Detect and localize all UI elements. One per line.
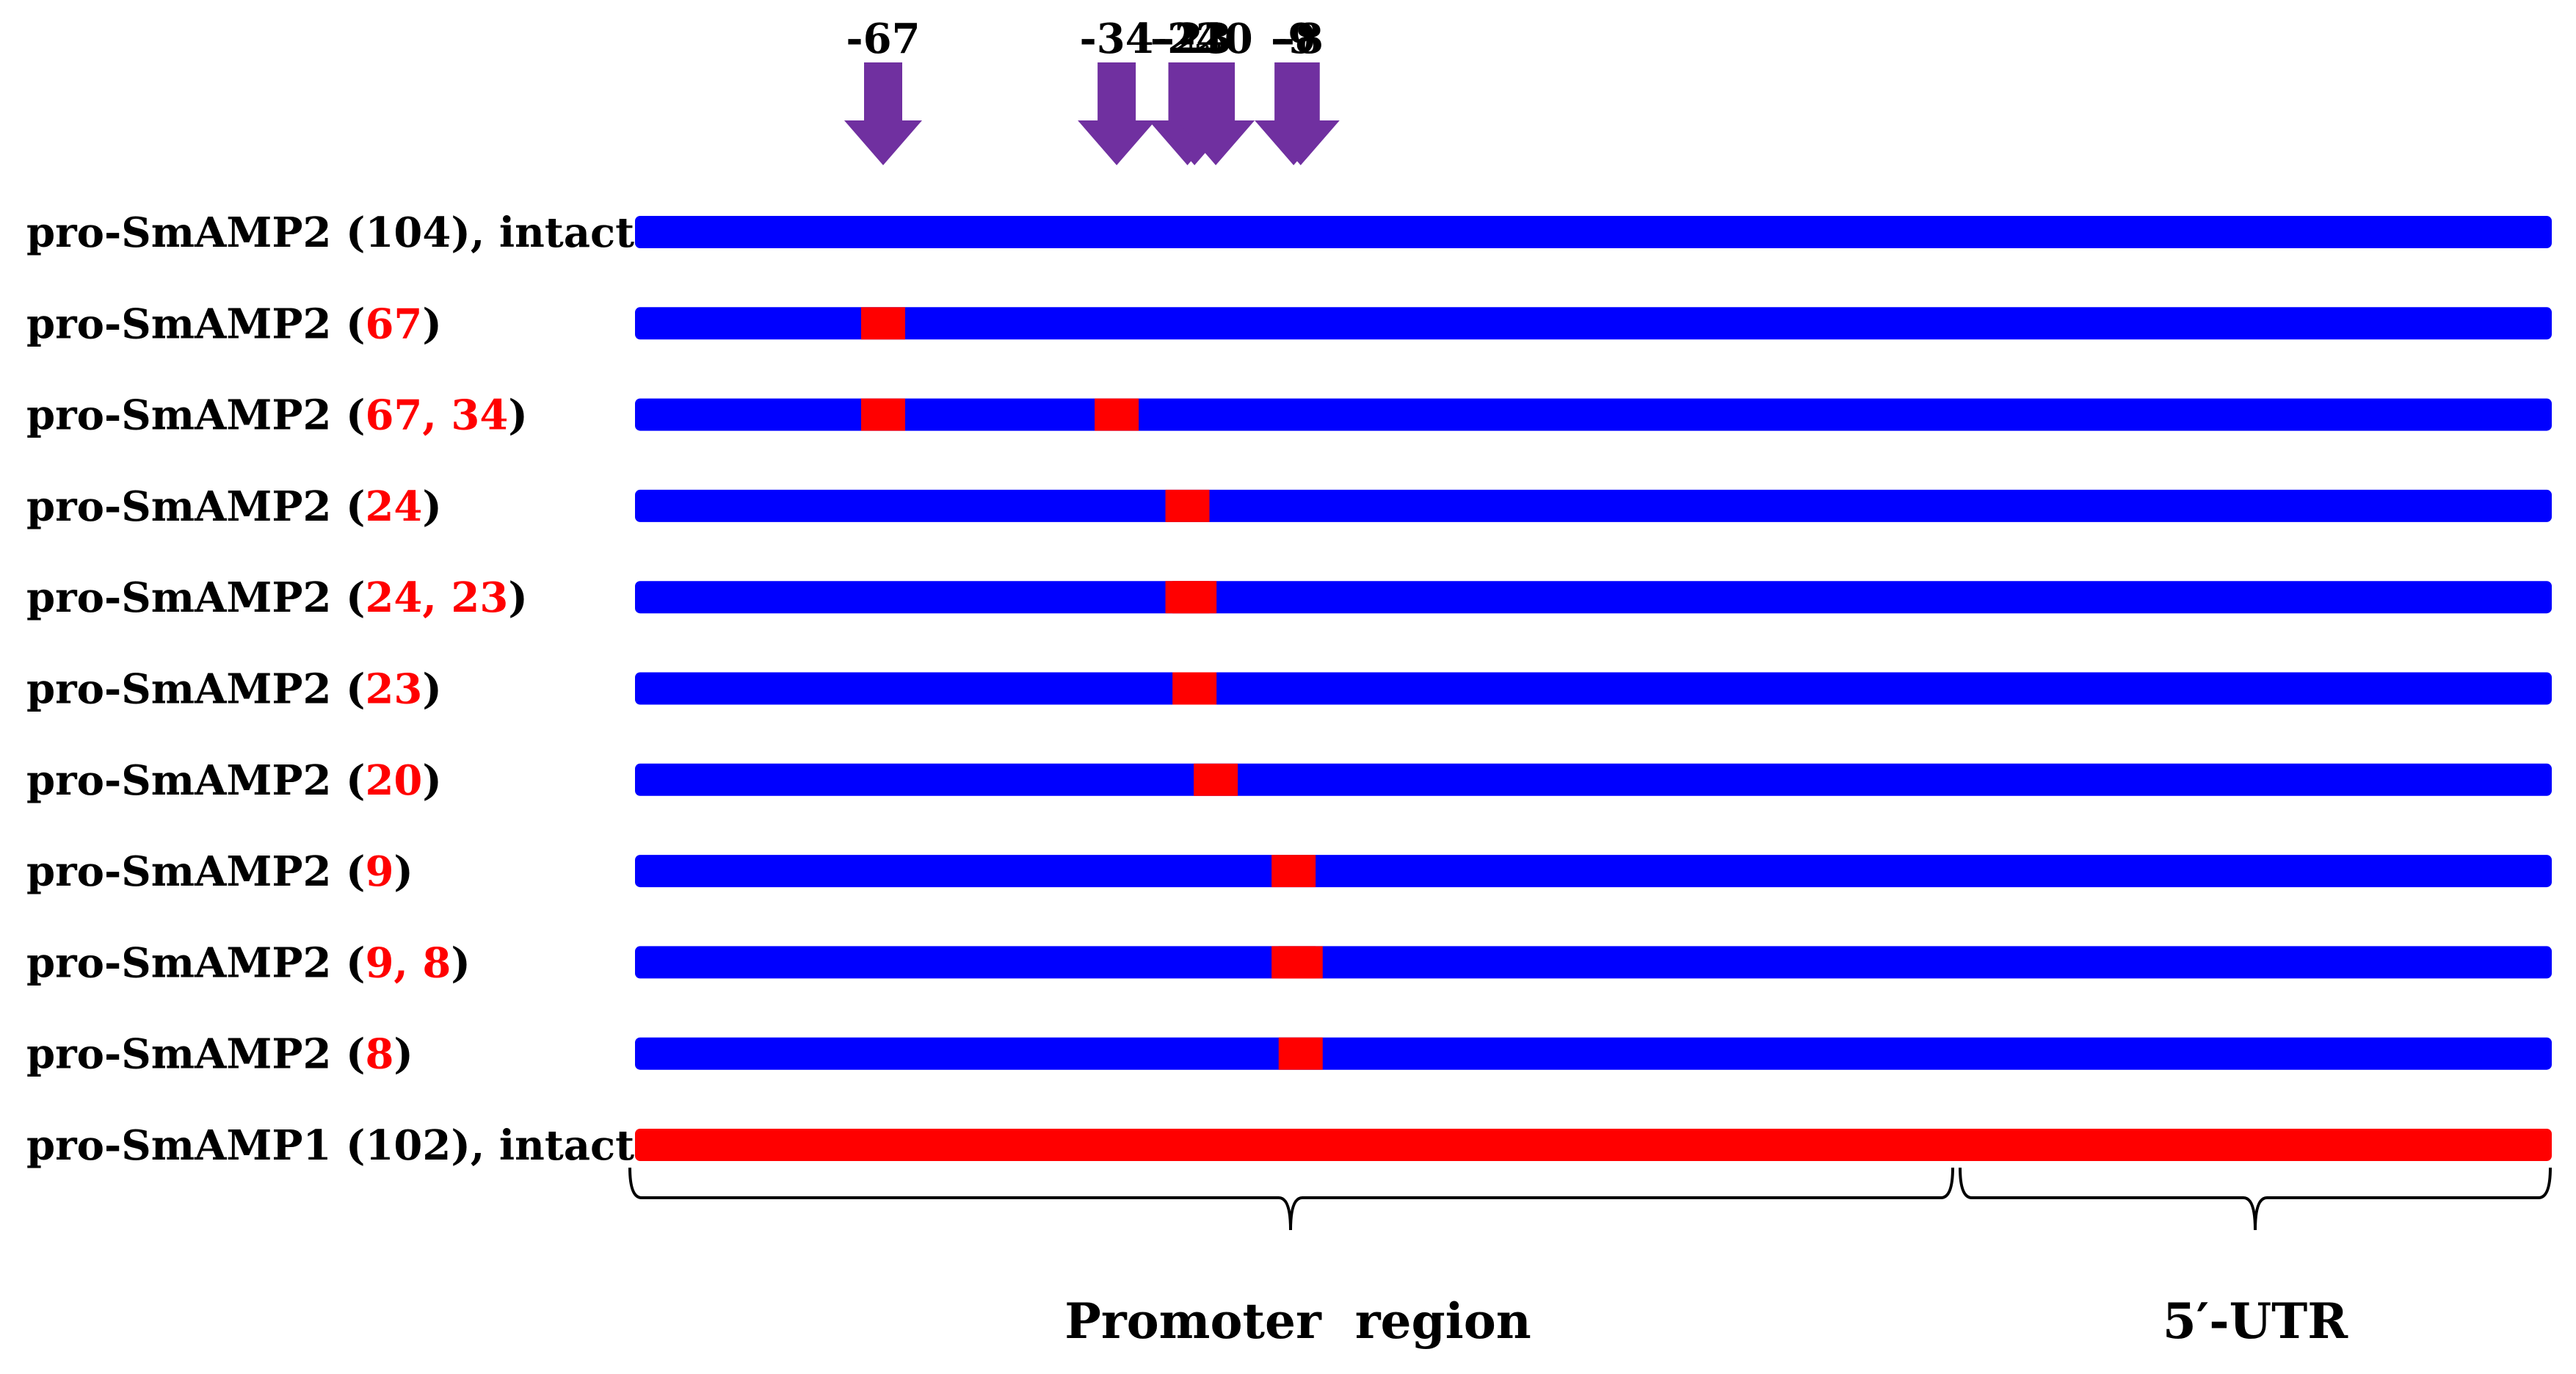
construct-label-prefix: pro-SmAMP2 ( [26,847,365,896]
construct-label: pro-SmAMP2 (23) [26,665,442,714]
construct-label-prefix: pro-SmAMP2 ( [26,574,365,622]
sequence-bar [635,216,2552,248]
construct-label-prefix: pro-SmAMP1 ( [26,1121,365,1170]
sequence-bar [635,1037,2552,1070]
sequence-bar [635,398,2552,431]
utr-region-label: 5′-UTR [2163,1292,2348,1350]
construct-label-prefix: pro-SmAMP2 ( [26,391,365,440]
utr-brace [1959,1167,2552,1231]
construct-label-suffix: ) [393,847,413,896]
construct-row: pro-SmAMP2 (24) [26,482,2552,531]
construct-mutation-text: 67, 34 [365,391,508,440]
region-brackets: Promoter region 5′-UTR [628,1167,2552,1350]
construct-label: pro-SmAMP2 (104), intact [26,209,634,257]
construct-label-suffix: ) [451,939,471,987]
construct-row: pro-SmAMP2 (24, 23) [26,574,2552,622]
construct-label-prefix: pro-SmAMP2 ( [26,756,365,805]
arrow-position-label: -8 [1278,15,1324,63]
construct-label: pro-SmAMP2 (9) [26,847,413,896]
mutation-arrow: -67 [844,15,922,165]
construct-label: pro-SmAMP2 (67, 34) [26,391,528,440]
construct-label-prefix: pro-SmAMP2 ( [26,939,365,987]
construct-label: pro-SmAMP2 (67) [26,300,442,348]
control-sequence-bar [635,1129,2552,1161]
construct-label: pro-SmAMP2 (9, 8) [26,939,471,987]
mutation-box [1278,1037,1323,1070]
down-arrow-icon [1078,62,1156,165]
construct-mutation-text: 20 [365,756,422,805]
construct-row: pro-SmAMP2 (67, 34) [26,391,2552,440]
construct-label-suffix: 104), intact [365,209,634,257]
construct-mutation-text: 9 [365,847,393,896]
down-arrow-icon [1261,62,1340,165]
promoter-region-label: Promoter region [1064,1292,1531,1350]
construct-mutation-text: 67 [365,300,422,348]
construct-row: pro-SmAMP1 (102), intact [26,1121,2552,1170]
mutation-arrow: -34 [1078,15,1156,165]
construct-label: pro-SmAMP2 (24) [26,482,442,531]
construct-row: pro-SmAMP2 (9) [26,847,2552,896]
mutation-box [861,307,905,340]
mutation-box [1278,946,1323,979]
mutation-box [1172,672,1217,705]
sequence-bar [635,307,2552,340]
construct-label: pro-SmAMP2 (24, 23) [26,574,528,622]
construct-label-suffix: ) [422,300,442,348]
arrow-position-label: -34 [1080,15,1154,63]
construct-label-suffix: ) [393,1030,413,1079]
sequence-bar [635,855,2552,888]
sequence-bar [635,763,2552,796]
construct-label-suffix: 102), intact [365,1121,634,1170]
mutation-box [861,398,905,431]
construct-label: pro-SmAMP1 (102), intact [26,1121,634,1170]
mutation-box [1194,763,1238,796]
construct-label: pro-SmAMP2 (8) [26,1030,413,1079]
construct-label-suffix: ) [508,574,528,622]
mutation-arrow: -20 [1177,15,1255,165]
mutation-box [1165,489,1210,522]
construct-mutation-text: 8 [365,1030,393,1079]
construct-row: pro-SmAMP2 (23) [26,665,2552,714]
construct-row: pro-SmAMP2 (20) [26,756,2552,805]
arrow-position-label: -67 [846,15,920,63]
construct-label-prefix: pro-SmAMP2 ( [26,665,365,714]
sequence-bar [635,672,2552,705]
construct-label-prefix: pro-SmAMP2 ( [26,482,365,531]
mutation-box [1172,581,1217,614]
mutation-box [1271,855,1316,888]
utr-bracket-group: 5′-UTR [1959,1167,2552,1350]
construct-label-suffix: ) [508,391,528,440]
construct-label-suffix: ) [422,665,442,714]
sequence-bar [635,946,2552,979]
mutation-arrows: -67 -34-24-23-20 -9-8 [844,15,1340,165]
promoter-brace [628,1167,1954,1231]
down-arrow-icon [1177,62,1255,165]
construct-row: pro-SmAMP2 (8) [26,1030,2552,1079]
construct-label-suffix: ) [422,482,442,531]
arrow-position-label: -9 [1271,15,1316,63]
down-arrow-icon [844,62,922,165]
construct-label-suffix: ) [422,756,442,805]
construct-row: pro-SmAMP2 (9, 8) [26,939,2552,987]
construct-mutation-text: 24 [365,482,422,531]
arrow-position-label: -24 [1150,15,1224,63]
construct-label-prefix: pro-SmAMP2 ( [26,300,365,348]
construct-mutation-text: 23 [365,665,422,714]
sequence-bar [635,581,2552,614]
sequence-bar [635,489,2552,522]
construct-mutation-text: 9, 8 [365,939,451,987]
arrow-position-label: -23 [1158,15,1232,63]
construct-label-prefix: pro-SmAMP2 ( [26,1030,365,1079]
mutation-arrow: -8 [1261,15,1340,165]
promoter-bracket-group: Promoter region [628,1167,1954,1350]
construct-row: pro-SmAMP2 (67) [26,300,2552,348]
construct-label-prefix: pro-SmAMP2 ( [26,209,365,257]
construct-row: pro-SmAMP2 (104), intact [26,209,2552,257]
construct-mutation-text: 24, 23 [365,574,508,622]
arrow-position-label: -20 [1178,15,1252,63]
construct-label: pro-SmAMP2 (20) [26,756,442,805]
mutation-box [1095,398,1139,431]
